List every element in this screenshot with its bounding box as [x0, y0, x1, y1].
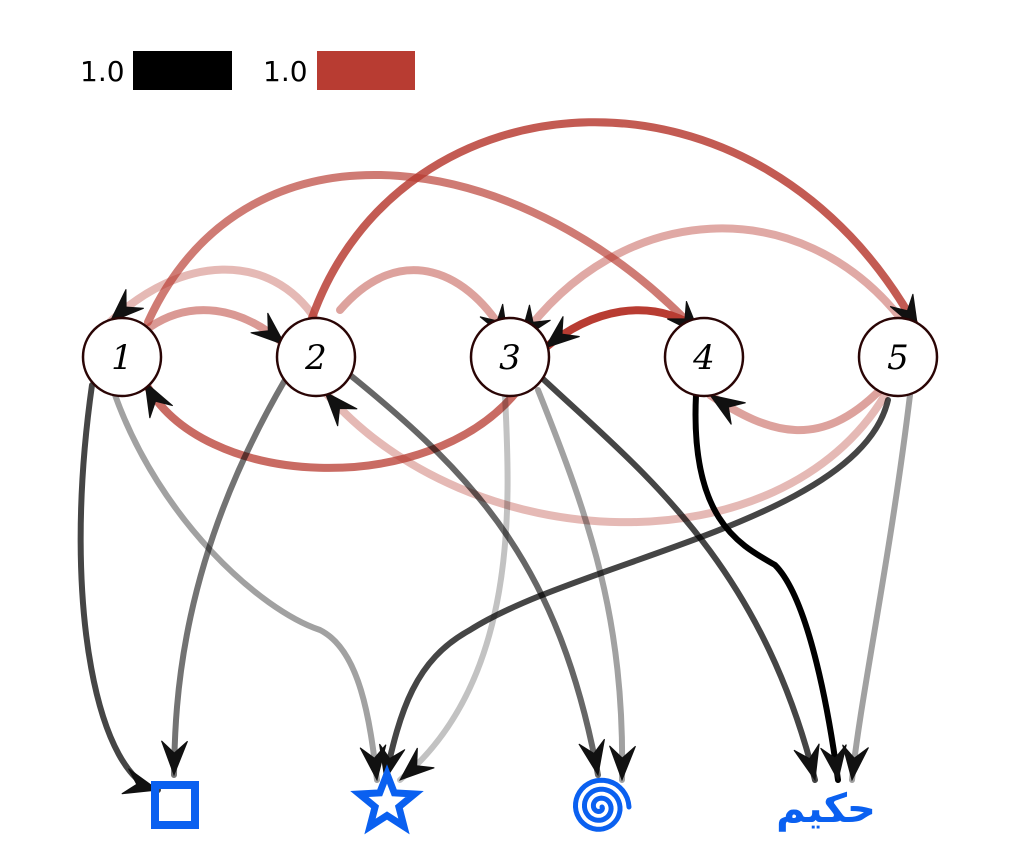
edge-node-3-to-output-spiral — [535, 387, 626, 783]
output-edges — [77, 372, 913, 793]
edge-node-1-to-node-2 — [146, 306, 289, 349]
edge-node-2-to-node-1 — [106, 265, 320, 326]
legend-swatch-recurrent — [317, 51, 415, 90]
arrowhead-node-3-to-output-word — [793, 743, 820, 782]
edge-node-5-to-node-3 — [516, 224, 906, 344]
edge-node-1-to-output-square — [77, 382, 161, 793]
node-1-label: 1 — [111, 338, 133, 378]
output-symbols: حكيم — [151, 764, 876, 835]
arrowhead-node-5-to-output-word — [842, 744, 869, 782]
edge-node-2-to-output-square — [171, 377, 288, 778]
output-word-label: حكيم — [776, 786, 876, 832]
legend-label-recurrent-weight: 1.0 — [263, 55, 308, 88]
edge-node-5-to-node-2 — [321, 388, 889, 527]
edge-node-4-to-output-word — [692, 392, 841, 783]
arrowhead-node-4-to-output-word — [820, 744, 847, 782]
spiral-icon — [572, 777, 632, 832]
edge-node-1-to-node-4 — [144, 170, 704, 339]
arrowhead-node-3-to-output-spiral — [609, 745, 636, 782]
legend-label-output-weight: 1.0 — [80, 55, 125, 88]
arrowhead-node-1-to-node-2 — [250, 312, 287, 346]
edge-node-2-to-node-5 — [308, 118, 922, 334]
legend-swatch-output — [133, 51, 232, 90]
node-2-label: 2 — [304, 338, 327, 378]
edge-node-1-to-output-star — [112, 392, 380, 783]
edge-node-2-to-output-spiral — [347, 372, 601, 778]
arrowhead-node-2-to-output-spiral — [578, 738, 605, 777]
edge-node-2-to-node-3 — [336, 266, 512, 344]
arrowhead-node-3-to-node-1 — [144, 380, 174, 419]
star-icon — [350, 764, 424, 835]
arrowhead-node-5-to-node-4 — [708, 394, 746, 425]
edge-node-3-to-output-word — [539, 375, 818, 783]
node-4-label: 4 — [692, 338, 715, 378]
node-5-circle — [857, 316, 939, 398]
arrowhead-node-1-to-output-square — [121, 768, 160, 795]
node-5-label: 5 — [887, 338, 909, 378]
arrowhead-node-4-to-node-3 — [543, 316, 580, 349]
weight-legend: 1.0 1.0 — [80, 51, 415, 90]
arrowhead-node-2-to-output-square — [161, 740, 188, 777]
node-3-circle — [469, 316, 551, 398]
edge-node-5-to-node-4 — [706, 386, 884, 435]
reservoir-nodes: 1 2 3 4 5 — [81, 316, 939, 398]
edge-node-5-to-output-star — [382, 397, 891, 783]
node-4-circle — [663, 316, 745, 398]
square-icon — [151, 781, 199, 829]
arrowhead-node-5-to-node-2 — [324, 390, 358, 427]
recurrent-edges — [106, 118, 922, 527]
node-1-circle — [81, 316, 163, 398]
node-2-circle — [275, 316, 357, 398]
edge-node-5-to-output-word — [849, 392, 913, 783]
arrowhead-node-2-to-node-1 — [108, 289, 144, 323]
node-3-label: 3 — [499, 338, 521, 378]
arrowhead-node-3-to-output-star — [398, 747, 435, 781]
edge-node-3-to-output-star — [397, 392, 511, 783]
edge-node-3-to-node-1 — [141, 378, 522, 472]
